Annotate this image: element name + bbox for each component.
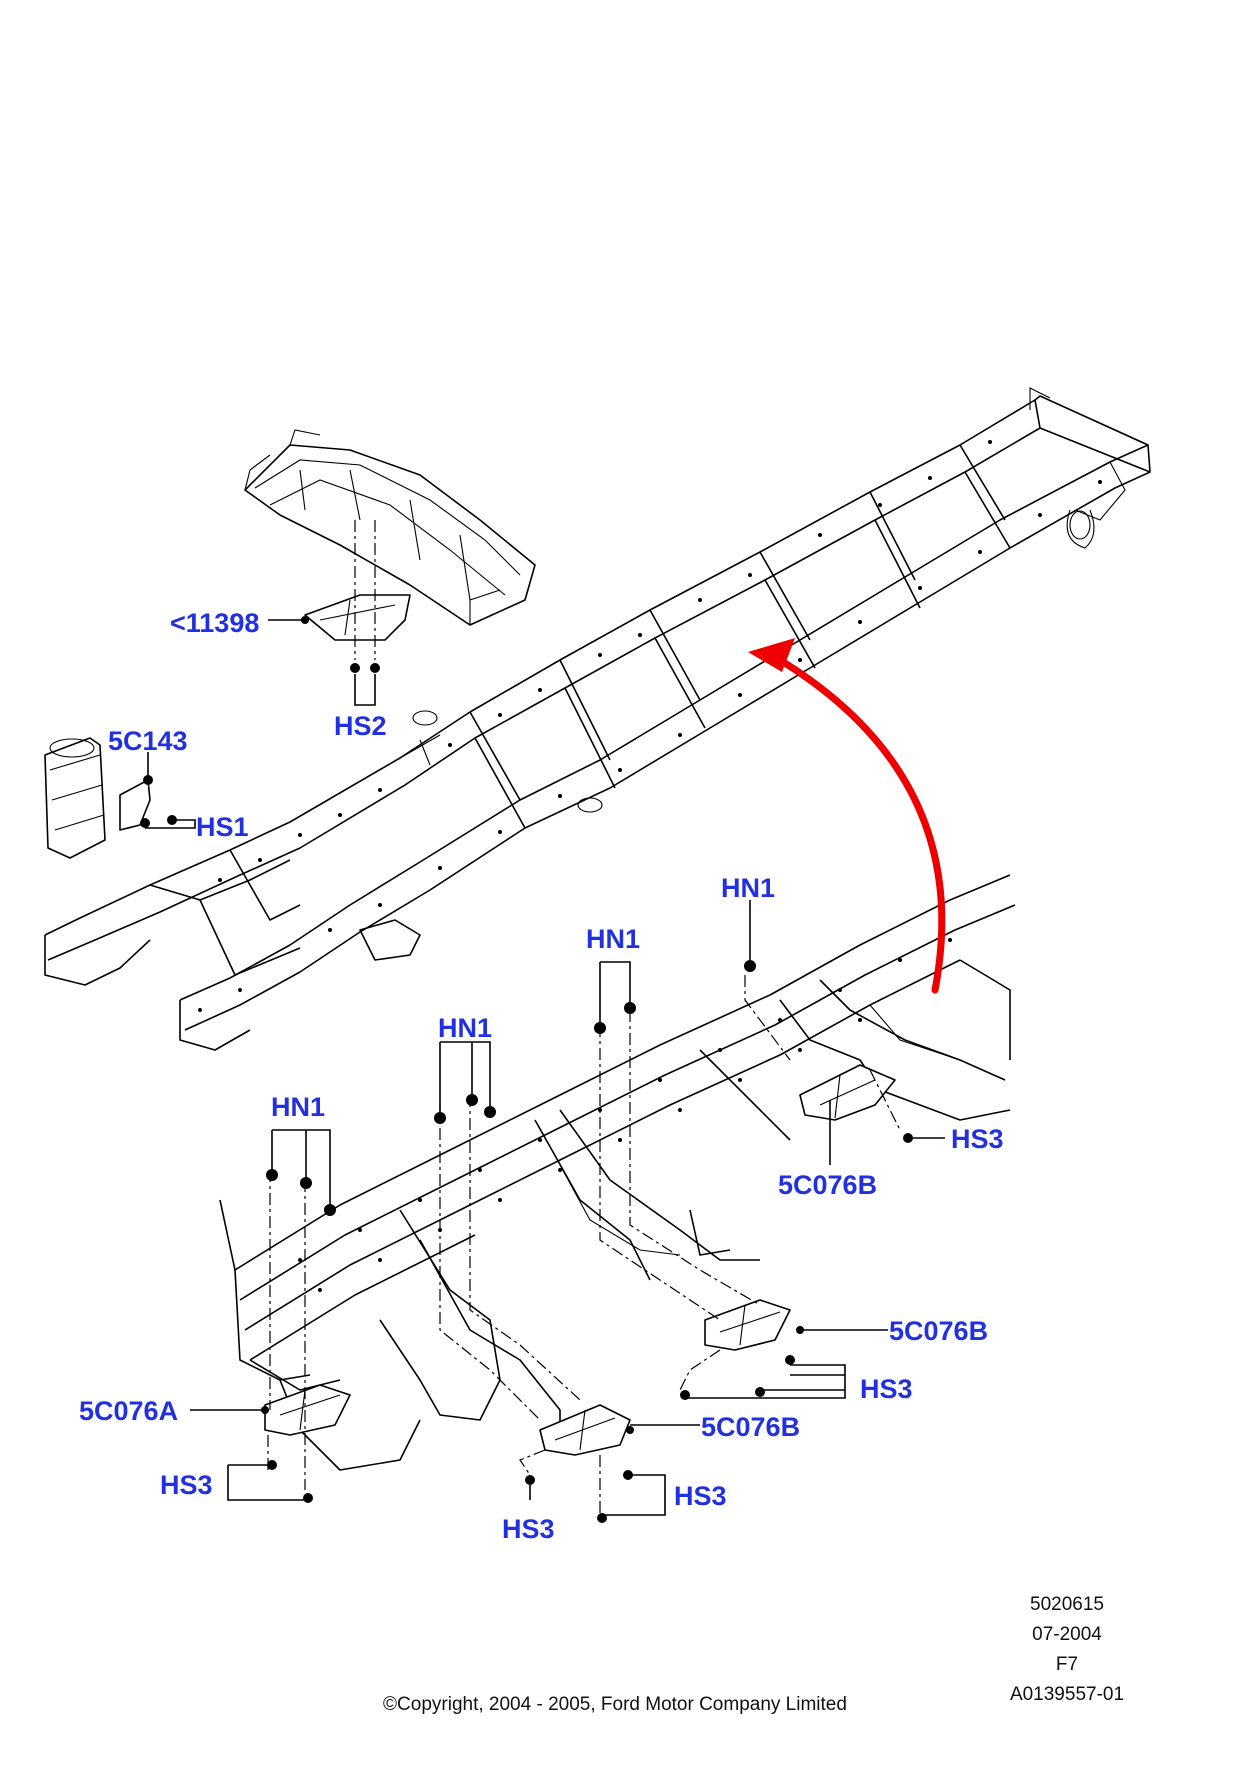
label-hs3-middle: HS3 (860, 1374, 913, 1404)
label-hn1-third: HN1 (438, 1013, 492, 1043)
drawing-date: 07-2004 (1032, 1624, 1102, 1645)
label-hs3-right: HS3 (951, 1124, 1004, 1154)
label-5c076b-lower: 5C076B (701, 1412, 800, 1442)
copyright-notice: ©Copyright, 2004 - 2005, Ford Motor Comp… (383, 1694, 847, 1715)
label-hs3-left: HS3 (160, 1470, 213, 1500)
label-hs2: HS2 (334, 711, 387, 741)
red-callout-arrow (748, 638, 946, 994)
drawing-reference: A0139557-01 (1010, 1684, 1124, 1705)
part-labels: <11398 HS2 5C143 HS1 HN1 HN1 HN1 HN1 HS3… (79, 608, 1004, 1544)
label-5c076b-middle: 5C076B (889, 1316, 988, 1346)
label-hs1: HS1 (196, 812, 249, 842)
label-5c076a: 5C076A (79, 1396, 178, 1426)
drawing-number: 5020615 (1030, 1594, 1104, 1615)
drawing-code: F7 (1056, 1654, 1078, 1675)
fuel-tank-shield-detail (244, 429, 536, 706)
drawing-metadata: 5020615 07-2004 F7 A0139557-01 ©Copyrigh… (383, 1594, 1124, 1715)
label-hs3-bottom: HS3 (502, 1514, 555, 1544)
label-hn1-top: HN1 (721, 873, 775, 903)
label-5c076b-right: 5C076B (778, 1170, 877, 1200)
hs3-bolts (261, 1133, 913, 1523)
hn1-nuts (266, 960, 756, 1216)
5c143-bracket-detail (44, 737, 196, 859)
label-11398: <11398 (170, 608, 259, 638)
label-5c143: 5C143 (108, 726, 188, 756)
lower-frame-holes (298, 938, 952, 1292)
frame-holes (198, 440, 1102, 1012)
label-hs3-lower-right: HS3 (674, 1481, 727, 1511)
label-hn1-fourth: HN1 (271, 1092, 325, 1122)
chassis-frame-overview (44, 387, 1151, 1051)
label-hn1-second: HN1 (586, 924, 640, 954)
lower-frame-detail (190, 874, 1016, 1523)
